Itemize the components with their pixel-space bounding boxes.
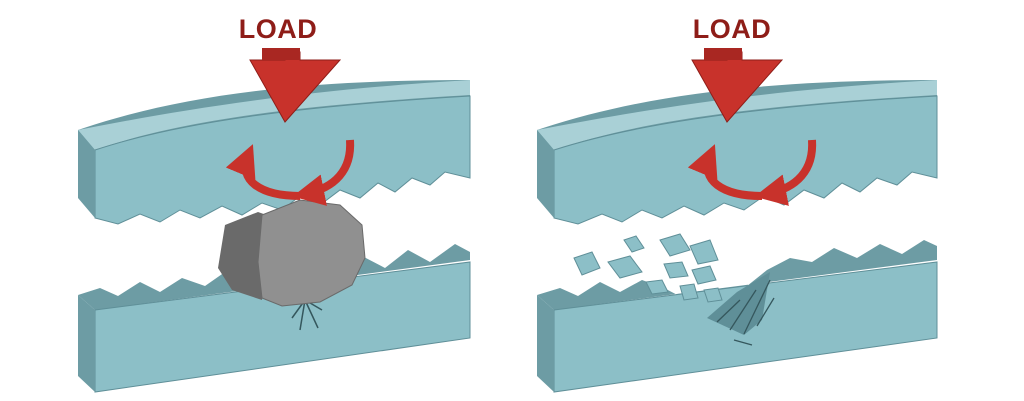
upper-block xyxy=(537,80,938,225)
bending-arrows xyxy=(225,139,355,206)
bending-arrows xyxy=(687,139,817,206)
right-panel: LOAD xyxy=(512,0,1024,401)
load-label: LOAD xyxy=(692,14,772,44)
load-arrow xyxy=(691,48,784,123)
upper-block xyxy=(78,80,471,225)
lower-block xyxy=(537,240,938,393)
left-diagram xyxy=(78,48,471,393)
rock-fragments xyxy=(573,233,723,303)
left-panel: LOAD xyxy=(78,14,471,393)
load-arrow xyxy=(249,48,342,123)
right-diagram xyxy=(537,48,938,393)
particle xyxy=(218,199,366,307)
load-label: LOAD xyxy=(238,14,318,44)
